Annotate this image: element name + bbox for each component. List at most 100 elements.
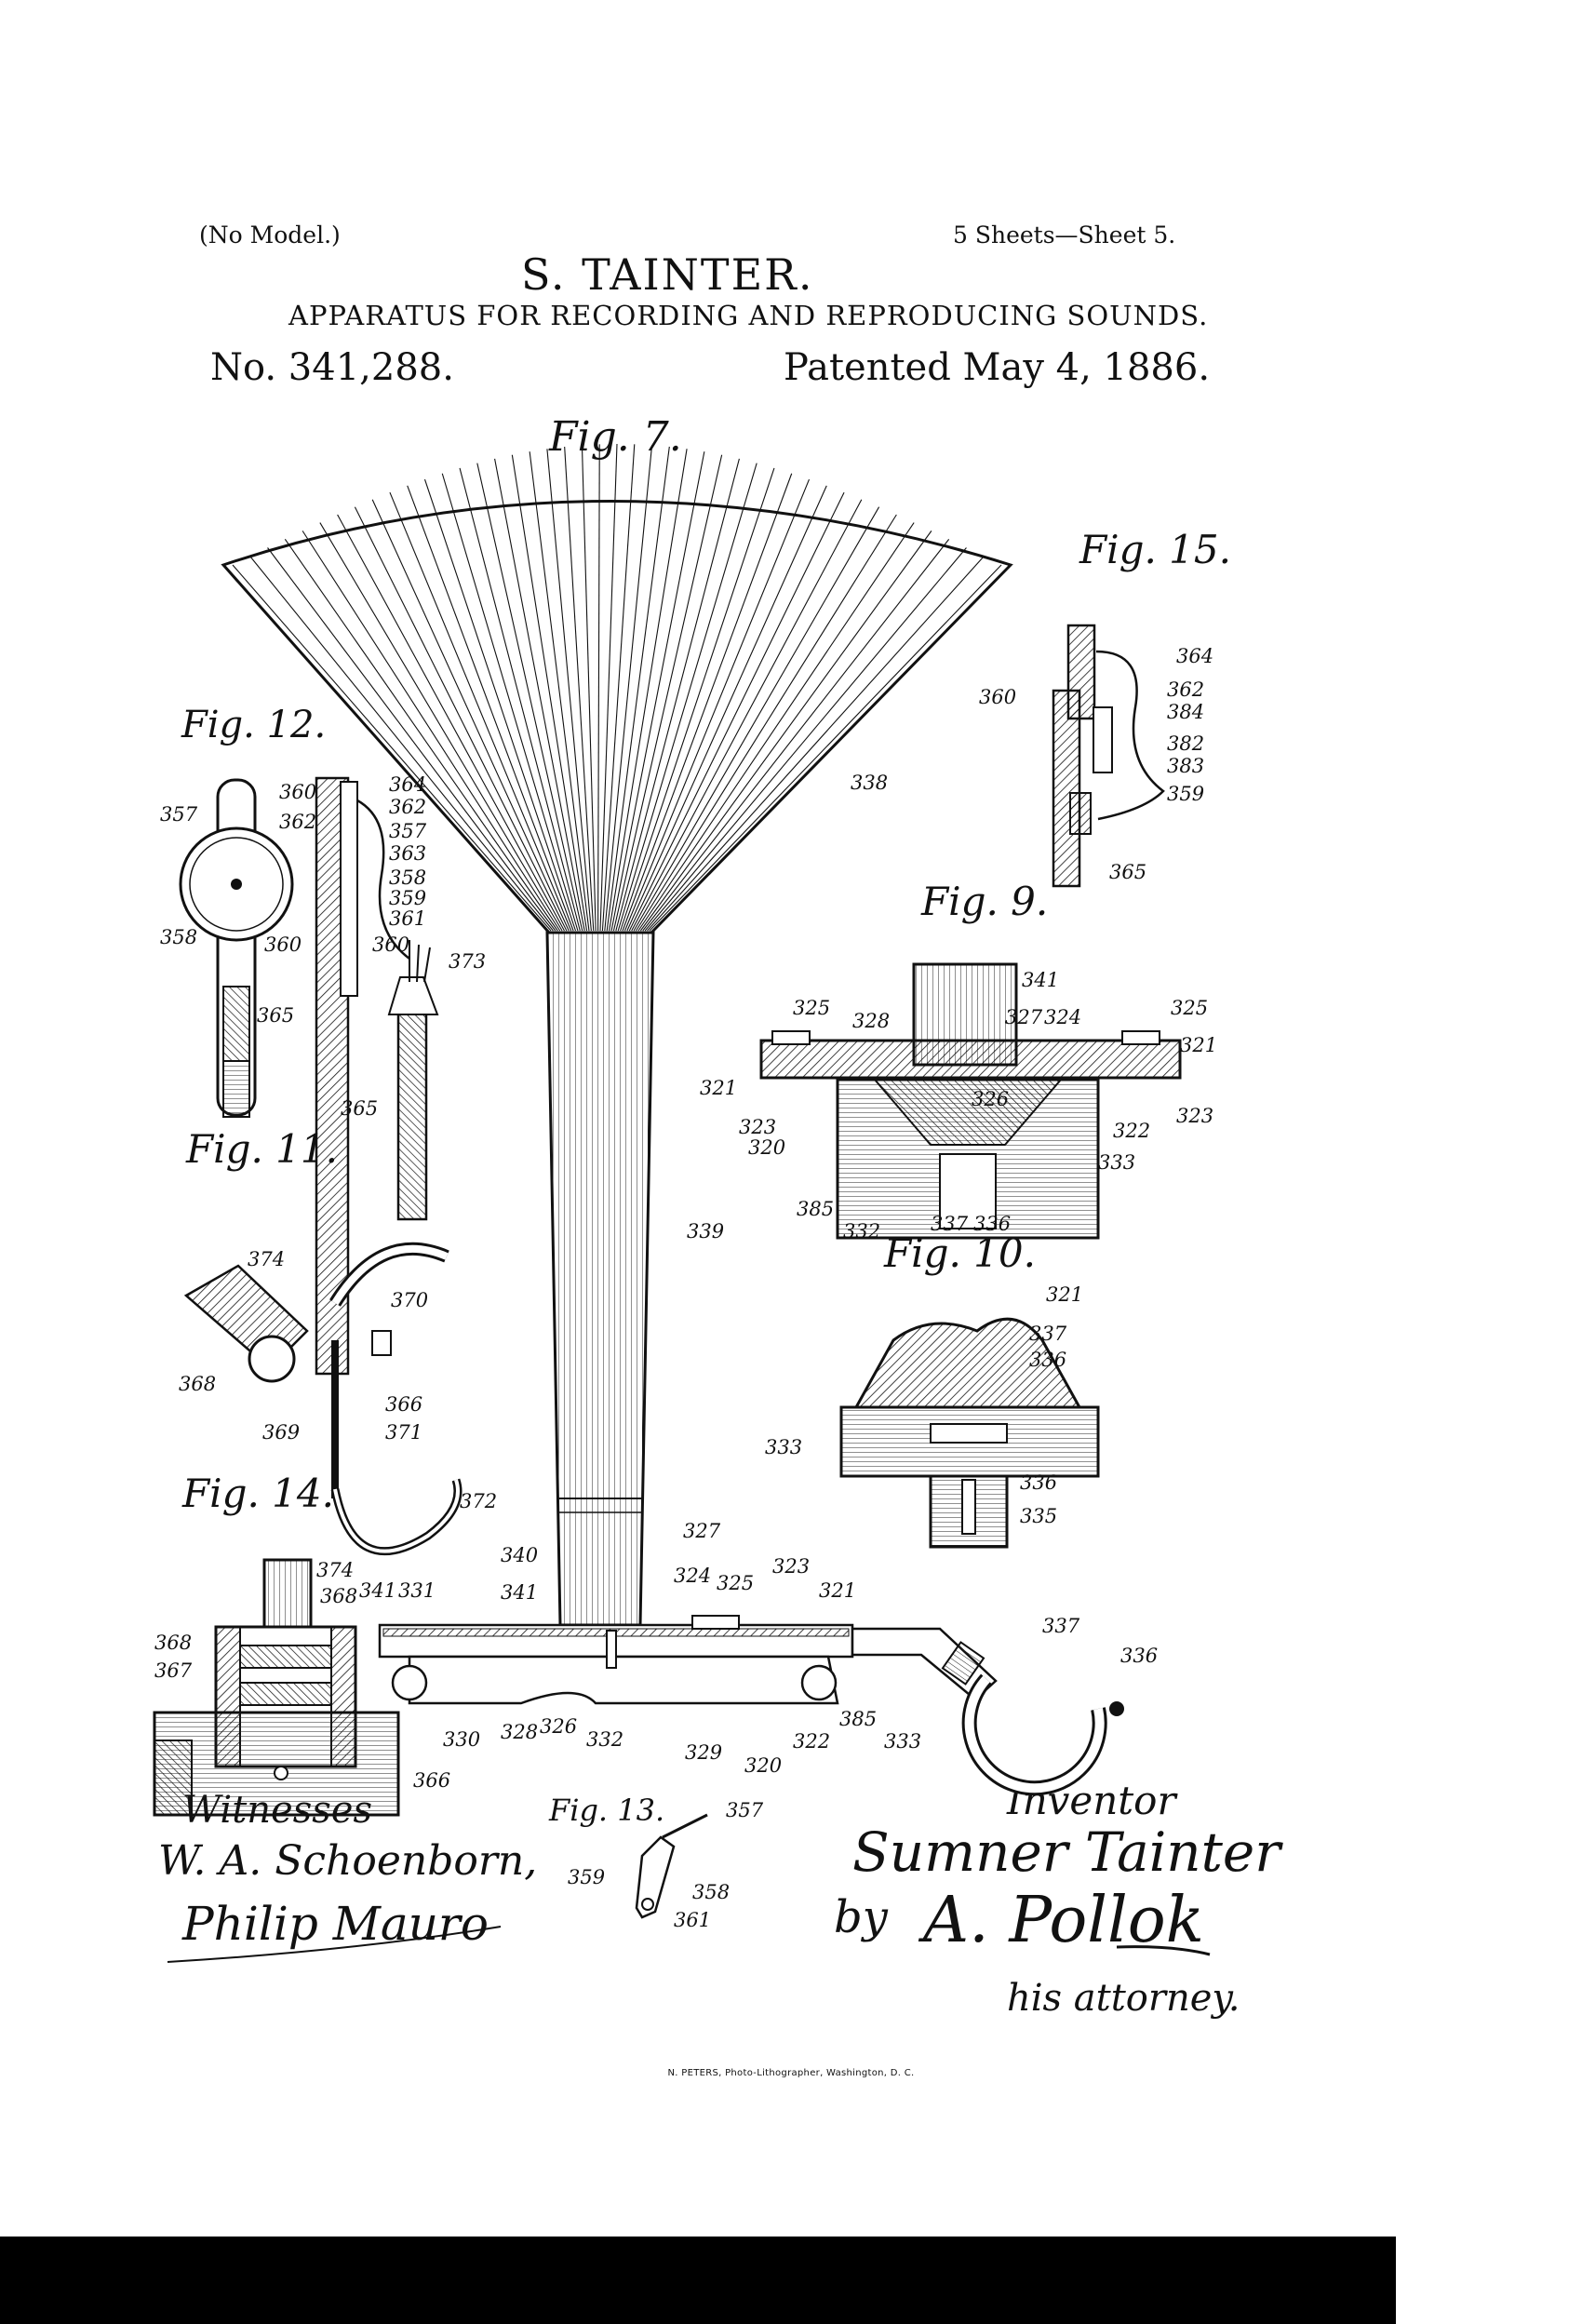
patent-date: Patented May 4, 1886. [784, 346, 1211, 389]
ref-320: 320 [744, 1754, 782, 1777]
bell-ray [459, 467, 581, 932]
ref-328: 328 [852, 1010, 890, 1032]
ref-362: 362 [279, 811, 316, 833]
bell-ray [284, 539, 558, 932]
ref-337: 337 [1042, 1615, 1080, 1637]
fig-7-label: Fig. 7. [549, 413, 682, 461]
bell-ray [628, 491, 845, 932]
fig-11-stylus-arm [183, 776, 463, 1556]
ref-383: 383 [1167, 755, 1204, 777]
ref-332: 332 [586, 1728, 623, 1751]
fig-9-section [759, 962, 1182, 1240]
ref-341: 341 [359, 1579, 396, 1602]
ref-384: 384 [1167, 701, 1204, 723]
ref-367: 367 [154, 1659, 193, 1682]
ref-357: 357 [389, 820, 427, 842]
bell-ray [609, 449, 688, 932]
fig-15-label: Fig. 15. [1079, 527, 1231, 572]
bell-ray [546, 449, 592, 932]
ref-320: 320 [748, 1136, 785, 1159]
ref-357: 357 [160, 803, 198, 826]
ref-328: 328 [501, 1721, 538, 1743]
inventor-signature: Sumner Tainter [852, 1820, 1283, 1884]
bell-ray [337, 514, 565, 932]
ref-360: 360 [279, 781, 316, 803]
bell-ray [610, 451, 705, 932]
bell-ray [599, 443, 618, 932]
ref-327: 327 [683, 1520, 721, 1542]
bell-ray [232, 564, 552, 932]
bell-ray [612, 454, 723, 932]
ref-365: 365 [1109, 861, 1146, 883]
ref-360: 360 [372, 934, 409, 956]
ref-341: 341 [1022, 969, 1059, 991]
ref-321: 321 [1180, 1034, 1217, 1056]
ref-365: 365 [257, 1004, 294, 1027]
model-note: (No Model.) [199, 222, 341, 249]
ref-335: 335 [1020, 1505, 1057, 1527]
ref-365: 365 [341, 1097, 378, 1120]
ref-363: 363 [389, 842, 426, 865]
reference-numerals: 338 339 340 341 327 324 325 323 321 337 … [154, 645, 1217, 1931]
ref-371: 371 [385, 1421, 422, 1444]
ref-364: 364 [1176, 645, 1213, 667]
ref-360: 360 [264, 934, 302, 956]
ref-337: 337 [1029, 1323, 1067, 1345]
ref-330: 330 [443, 1728, 480, 1751]
ref-385: 385 [797, 1198, 834, 1220]
ref-364: 364 [389, 773, 426, 796]
horn-bell-shading [232, 443, 1002, 932]
ref-370: 370 [391, 1289, 428, 1311]
ref-368: 368 [320, 1585, 357, 1607]
bell-ray [636, 514, 897, 932]
ref-323: 323 [739, 1116, 776, 1138]
bell-ray [623, 478, 811, 932]
bell-ray [564, 446, 595, 932]
bell-ray [511, 454, 588, 932]
ref-358: 358 [692, 1881, 730, 1903]
ref-331: 331 [398, 1579, 436, 1602]
bell-ray [622, 473, 793, 932]
fig-7-horn [221, 443, 1013, 1643]
ref-333: 333 [765, 1436, 802, 1458]
ref-325: 325 [793, 997, 830, 1019]
ref-341: 341 [501, 1581, 538, 1604]
ref-332: 332 [843, 1220, 880, 1243]
ref-366: 366 [413, 1769, 450, 1792]
ref-366: 366 [385, 1393, 422, 1416]
ref-358: 358 [160, 926, 197, 948]
ref-325: 325 [1171, 997, 1208, 1019]
bell-ray [423, 478, 577, 932]
ref-333: 333 [1098, 1151, 1135, 1174]
bell-ray [631, 499, 863, 932]
ref-322: 322 [1113, 1120, 1150, 1142]
bell-ray [626, 485, 827, 932]
bell-ray [644, 547, 967, 932]
bell-ray [639, 531, 932, 932]
fig-11-label: Fig. 11. [186, 1126, 338, 1172]
signatures: W. A. Schoenborn, Philip Mauro Sumner Ta… [158, 1820, 1283, 2020]
fig-12-holder [179, 778, 294, 1118]
fig-10-section [839, 1317, 1100, 1549]
bell-ray [642, 539, 950, 932]
bell-ray [647, 556, 985, 932]
ref-369: 369 [262, 1421, 300, 1444]
ref-360: 360 [979, 686, 1016, 708]
ref-382: 382 [1167, 732, 1204, 755]
ref-329: 329 [685, 1741, 722, 1764]
fig-9-label: Fig. 9. [921, 879, 1049, 924]
attorney-underline [1116, 1945, 1211, 1956]
ref-336: 336 [973, 1213, 1011, 1235]
fig-12-label: Fig. 12. [181, 704, 327, 746]
witness-2-signature: Philip Mauro [181, 1897, 489, 1951]
ref-368: 368 [179, 1373, 216, 1395]
bell-ray [371, 499, 570, 932]
bell-ray [389, 491, 572, 932]
ref-374: 374 [316, 1559, 354, 1581]
ref-321: 321 [1046, 1283, 1083, 1306]
patent-title: APPARATUS FOR RECORDING AND REPRODUCING … [288, 300, 1209, 331]
bell-ray [441, 473, 579, 932]
inventor-name: S. TAINTER. [521, 249, 814, 300]
attorney-note: his attorney. [1007, 1977, 1240, 2020]
